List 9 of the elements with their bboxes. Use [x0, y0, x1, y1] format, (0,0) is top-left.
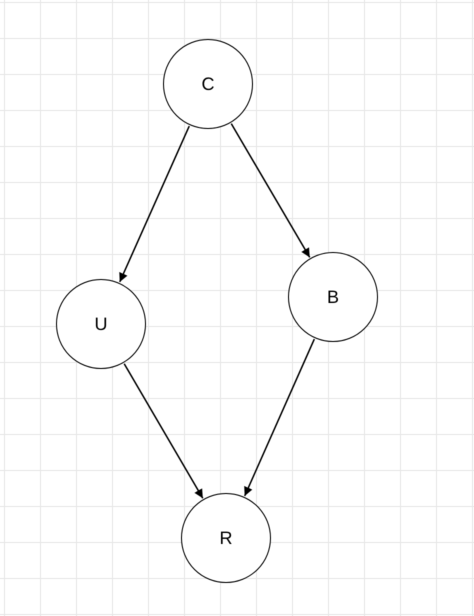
arrow	[230, 123, 310, 258]
state-circle	[163, 39, 253, 129]
node-label: R	[220, 528, 232, 548]
node-label: B	[326, 286, 339, 308]
arrow	[124, 363, 204, 499]
arrow	[244, 338, 316, 496]
arrow	[119, 126, 190, 282]
node-label: C	[202, 74, 214, 94]
node-label: U	[94, 314, 108, 334]
